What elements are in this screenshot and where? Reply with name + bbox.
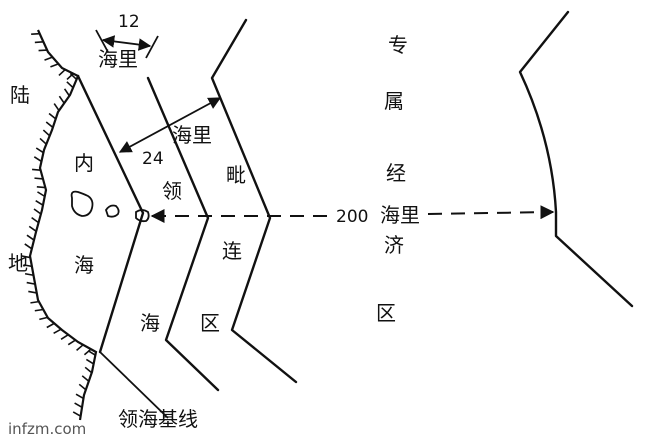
dim-12-value: 12 (118, 12, 140, 32)
coast-hatch (28, 225, 37, 232)
land-label: 陆 地 (8, 83, 30, 275)
coast-hatch (45, 121, 54, 129)
coast-hatch (32, 168, 41, 172)
coast-hatch (35, 200, 44, 206)
svg-text:毗: 毗 (226, 163, 246, 187)
svg-text:内: 内 (74, 151, 94, 175)
coast-hatch (67, 339, 76, 346)
coast-hatch (69, 72, 78, 80)
territorial-sea-label: 领 海 (140, 179, 182, 335)
coast-hatch (53, 328, 62, 335)
baseline (76, 74, 169, 419)
coast-hatch (33, 208, 42, 215)
svg-text:连: 连 (222, 239, 242, 263)
coast-hatch (81, 375, 90, 382)
coast-hatch (78, 383, 87, 391)
coastline (21, 29, 98, 421)
internal-waters-label: 内 海 (74, 151, 94, 277)
coast-hatch (60, 334, 69, 340)
coast-hatch (83, 348, 92, 356)
svg-text:海: 海 (140, 311, 160, 335)
island-large (70, 190, 94, 217)
dim-200-unit: 海里 (380, 203, 420, 227)
contiguous-zone-limit (210, 18, 298, 384)
coast-hatch (31, 216, 40, 224)
coast-hatch (39, 316, 48, 321)
coast-hatch (42, 129, 51, 137)
coast-hatch (21, 255, 31, 259)
dim-24-value: 24 (142, 149, 164, 169)
dim-200: 200 海里 (150, 203, 555, 227)
coast-hatch (31, 32, 40, 36)
coast-hatch (72, 411, 82, 417)
eez-limit (518, 10, 634, 308)
coast-hatch (50, 63, 59, 68)
coast-hatch (23, 264, 33, 268)
coast-hatch (33, 156, 42, 163)
coast-hatch (75, 393, 84, 400)
coast-hatch (66, 81, 74, 89)
eez-label: 专 属 经 济 区 (376, 33, 408, 325)
coast-hatch (34, 41, 44, 44)
dim-24: 24 海里 (118, 97, 222, 169)
watermark: infzm.com (8, 420, 86, 438)
islands (70, 190, 150, 223)
coast-hatch (39, 137, 47, 145)
svg-text:区: 区 (376, 301, 396, 325)
svg-text:海: 海 (74, 253, 94, 277)
svg-text:济: 济 (384, 233, 404, 257)
coast-hatch (34, 308, 44, 312)
coast-hatch (63, 88, 71, 97)
svg-text:专: 专 (388, 33, 408, 57)
coast-hatch (48, 112, 57, 120)
coast-hatch (76, 344, 84, 351)
svg-text:领: 领 (162, 179, 182, 203)
svg-text:区: 区 (200, 311, 220, 335)
coast-hatch (37, 191, 46, 198)
coast-hatch (26, 234, 35, 241)
coast-hatch (36, 186, 46, 189)
coast-hatch (46, 322, 55, 329)
coast-hatch (85, 358, 95, 365)
dim-200-value: 200 (336, 207, 368, 227)
dim-12: 12 海里 (95, 12, 159, 71)
coast-hatch (24, 243, 33, 250)
svg-text:陆: 陆 (10, 83, 30, 107)
coast-hatch (34, 177, 44, 180)
coast-hatch (74, 402, 83, 409)
baseline-label: 领海基线 (118, 407, 198, 431)
coast-hatch (24, 272, 34, 277)
coast-hatch (38, 49, 48, 52)
coast-hatch (87, 349, 96, 356)
coast-hatch (58, 69, 66, 76)
coast-hatch (28, 290, 37, 294)
coast-hatch (53, 103, 60, 112)
island-small (105, 204, 120, 218)
coast-hatch (35, 147, 44, 154)
coast-hatch (84, 366, 93, 374)
svg-text:地: 地 (8, 251, 28, 275)
contiguous-zone-label: 毗 连 区 (200, 163, 246, 335)
coast-hatch (44, 56, 53, 61)
svg-text:经: 经 (386, 161, 406, 185)
dim-12-unit: 海里 (98, 47, 138, 71)
coast-hatch (26, 281, 36, 285)
coast-hatch (30, 300, 40, 304)
dim-24-unit: 海里 (172, 123, 212, 147)
coast-hatch (58, 95, 65, 104)
svg-text:属: 属 (384, 89, 404, 113)
